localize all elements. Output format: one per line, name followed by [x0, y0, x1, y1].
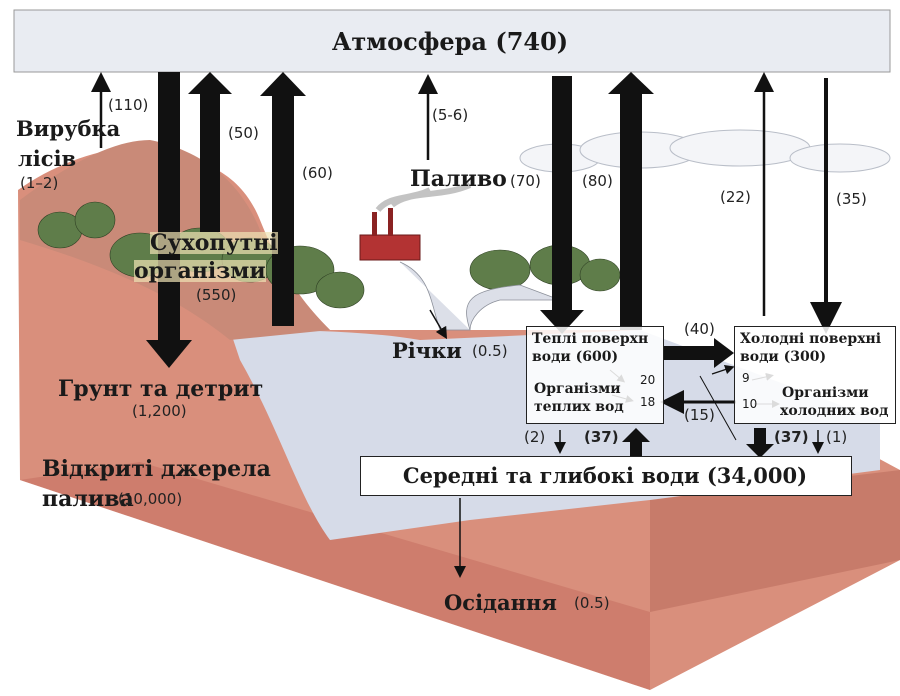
factory — [360, 185, 470, 260]
warm-waters-label-2: води (600) — [532, 350, 618, 364]
warm-organisms-label-1: Організми — [534, 382, 621, 396]
cold-waters-label-2: води (300) — [740, 350, 826, 364]
soil-value: (1,200) — [132, 404, 187, 419]
flow-22: (22) — [720, 190, 751, 205]
sedimentation-label: Осідання — [444, 592, 557, 613]
flow-15: (15) — [684, 408, 715, 423]
flow-80: (80) — [582, 174, 613, 189]
soil-label: Грунт та детрит — [58, 378, 263, 400]
land-organisms-label-1: Сухопутні — [150, 232, 278, 254]
flow-40: (40) — [684, 322, 715, 337]
warm-organisms-label-2: теплих вод — [534, 400, 624, 414]
fuel-value: (70) — [510, 174, 541, 189]
flow-2: (2) — [524, 430, 545, 445]
warm-organisms-20: 20 — [640, 374, 655, 386]
cold-organisms-10: 10 — [742, 398, 757, 410]
rivers-value: (0.5) — [472, 344, 508, 359]
deforestation-label-1: Вирубка — [16, 118, 120, 139]
deforestation-value: (1–2) — [20, 176, 58, 191]
sedimentation-value: (0.5) — [574, 596, 610, 611]
deforestation-label-2: лісів — [18, 148, 76, 169]
fuel-sources-label-1: Відкриті джерела — [42, 458, 271, 480]
warm-waters-label-1: Теплі поверхн — [532, 332, 648, 346]
flow-37-up: (37) — [584, 430, 619, 445]
flow-35: (35) — [836, 192, 867, 207]
land-organisms-label-2: організми — [134, 260, 266, 282]
cold-waters-label-1: Холодні поверхні — [740, 332, 881, 346]
atmosphere-label: Атмосфера (740) — [0, 30, 900, 54]
rivers-label: Річки — [392, 340, 462, 361]
flow-110: (110) — [108, 98, 148, 113]
warm-organisms-18: 18 — [640, 396, 655, 408]
cold-organisms-label-1: Організми — [782, 386, 869, 400]
land-organisms-value: (550) — [196, 288, 236, 303]
flow-50: (50) — [228, 126, 259, 141]
deep-waters-label: Середні та глибокі води (34,000) — [360, 465, 850, 486]
flow-60: (60) — [302, 166, 333, 181]
clouds — [520, 130, 890, 172]
cold-organisms-9: 9 — [742, 372, 750, 384]
fuel-sources-value: (10,000) — [118, 492, 182, 507]
fuel-label: Паливо — [410, 168, 507, 190]
cold-organisms-label-2: холодних вод — [780, 404, 888, 418]
flow-1: (1) — [826, 430, 847, 445]
flow-37-down: (37) — [774, 430, 809, 445]
flow-5-6: (5-6) — [432, 108, 468, 123]
